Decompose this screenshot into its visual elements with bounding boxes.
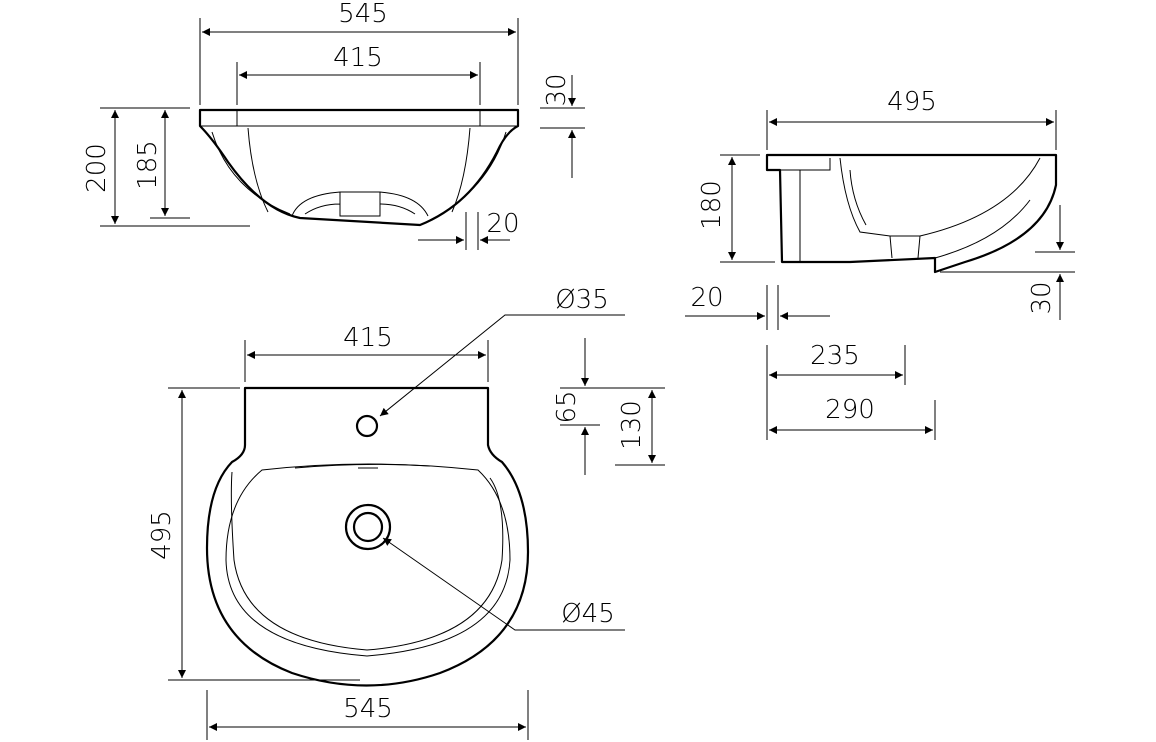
- basin-side-outline: [765, 153, 1058, 274]
- dim-top-depth: 495: [147, 510, 177, 560]
- bowl-inner: [225, 463, 511, 657]
- tap-hole: [355, 414, 379, 438]
- side-view: 495 180 30 20 235 290: [685, 87, 1075, 440]
- dim-side-offset: 20: [486, 209, 519, 239]
- dim-rim-height: 30: [542, 73, 572, 106]
- top-view: 415 Ø35 Ø45 65 130 495 545: [147, 285, 665, 740]
- dim-top-bowl-width: 415: [343, 323, 393, 353]
- dim-tap-hole-offset: 65: [552, 390, 582, 423]
- dim-depth: 495: [887, 87, 937, 117]
- dim-tap-hole-depth: 130: [617, 400, 647, 450]
- dim-back-offset: 20: [690, 283, 723, 313]
- overflow-detail: [291, 191, 429, 217]
- waste-outer: [344, 503, 392, 551]
- dim-top-width: 545: [343, 694, 393, 724]
- dim-waste: Ø45: [561, 599, 615, 629]
- dim-waste-position: 235: [810, 341, 860, 371]
- dim-bowl-position: 290: [825, 395, 875, 425]
- dim-height: 180: [697, 180, 727, 230]
- dim-bowl-drop: 30: [1027, 281, 1057, 314]
- dim-tap-hole: Ø35: [555, 285, 609, 315]
- basin-top-outline: [205, 386, 530, 687]
- front-view: 545 415 30 200 185 20: [82, 0, 585, 250]
- waste-inner: [352, 511, 384, 543]
- dim-overall-width: 545: [338, 0, 388, 29]
- dim-bowl-height: 185: [133, 140, 163, 190]
- basin-front-outline: [198, 108, 520, 227]
- dim-bowl-width: 415: [333, 43, 383, 73]
- dim-overall-height: 200: [82, 143, 112, 193]
